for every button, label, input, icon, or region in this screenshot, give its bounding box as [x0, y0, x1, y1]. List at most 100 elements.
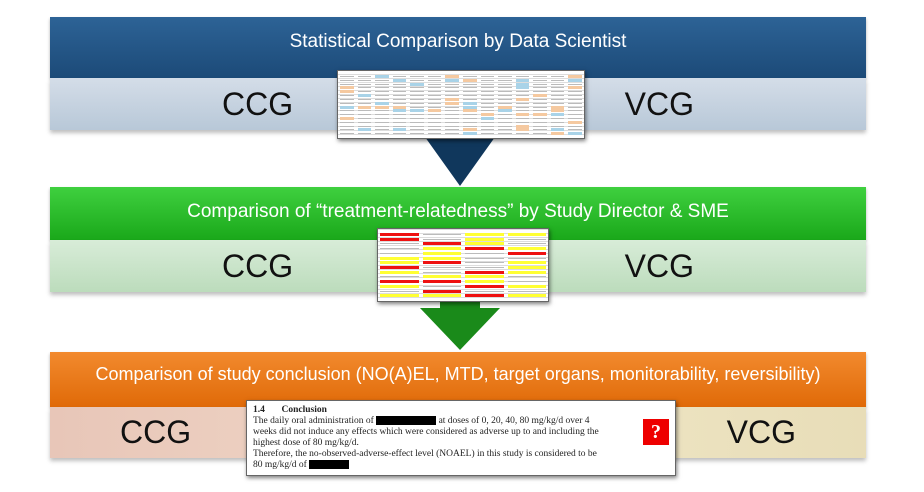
table-cell	[340, 79, 354, 81]
table-cell	[498, 114, 512, 116]
table-cell	[357, 83, 372, 85]
table-cell	[445, 114, 459, 116]
table-cell	[375, 75, 389, 78]
table-cell	[568, 78, 582, 82]
table-cell	[427, 133, 442, 135]
table-cell	[375, 117, 389, 119]
table-cell	[480, 83, 495, 85]
table-cell	[480, 125, 495, 127]
redaction	[309, 460, 350, 470]
table-cell	[427, 109, 442, 113]
table-cell	[465, 270, 504, 274]
table-cell	[380, 237, 419, 241]
table-cell	[568, 98, 582, 100]
table-cell	[422, 271, 461, 273]
conclusion-document-thumbnail: 1.4 Conclusion The daily oral administra…	[246, 400, 676, 476]
stage-1-title: Statistical Comparison by Data Scientist	[289, 30, 627, 52]
table-cell	[380, 294, 419, 298]
table-cell	[422, 285, 461, 287]
table-cell	[465, 247, 504, 251]
table-cell	[480, 76, 495, 77]
table-cell	[340, 121, 354, 123]
table-cell	[515, 102, 530, 104]
table-cell	[498, 79, 512, 81]
table-cell	[480, 129, 495, 131]
table-cell	[427, 121, 442, 123]
table-cell	[550, 76, 565, 77]
table-cell	[463, 109, 477, 113]
table-cell	[392, 117, 407, 119]
table-cell	[340, 129, 354, 131]
table-cell	[392, 91, 407, 93]
table-cell	[375, 129, 389, 131]
table-cell	[445, 129, 459, 131]
table-cell	[340, 125, 354, 127]
table-cell	[375, 87, 389, 89]
table-cell	[480, 106, 495, 108]
table-cell	[515, 76, 530, 77]
table-cell	[357, 133, 372, 135]
table-cell	[498, 129, 512, 131]
stage-3-title: Comparison of study conclusion (NO(A)EL,…	[95, 364, 821, 384]
table-cell	[380, 261, 419, 265]
table-cell	[515, 117, 530, 119]
table-cell	[357, 110, 372, 112]
table-cell	[427, 117, 442, 119]
table-cell	[427, 83, 442, 85]
table-cell	[380, 266, 419, 269]
table-cell	[480, 91, 495, 93]
table-cell	[465, 237, 504, 241]
table-cell	[480, 102, 495, 104]
table-cell	[498, 133, 512, 135]
table-cell	[375, 110, 389, 112]
table-cell	[357, 79, 372, 81]
table-cell	[465, 257, 504, 259]
table-cell	[392, 87, 407, 89]
table-cell	[380, 248, 419, 250]
table-cell	[507, 266, 546, 269]
table-cell	[463, 114, 477, 116]
table-cell	[507, 284, 546, 288]
table-cell	[380, 284, 419, 288]
table-cell	[463, 105, 477, 109]
table-cell	[515, 110, 530, 112]
table-cell	[392, 114, 407, 116]
table-cell	[533, 129, 547, 131]
table-cell	[568, 125, 582, 127]
table-cell	[550, 95, 565, 97]
table-cell	[380, 270, 419, 274]
stage-3-header: Comparison of study conclusion (NO(A)EL,…	[50, 352, 866, 407]
table-cell	[568, 102, 582, 104]
table-cell	[375, 114, 389, 116]
doc-text: 80 mg/kg/d of	[253, 460, 307, 470]
table-cell	[357, 98, 372, 100]
table-cell	[463, 128, 477, 132]
table-cell	[550, 113, 565, 117]
table-cell	[375, 133, 389, 135]
table-cell	[568, 129, 582, 131]
table-cell	[422, 238, 461, 240]
table-cell	[392, 102, 407, 104]
table-cell	[427, 125, 442, 127]
doc-text: The daily oral administration of	[253, 416, 374, 426]
table-cell	[507, 294, 546, 298]
table-cell	[463, 117, 477, 119]
table-cell	[568, 114, 582, 116]
table-cell	[498, 98, 512, 100]
table-cell	[498, 102, 512, 104]
table-cell	[550, 132, 565, 136]
table-cell	[533, 117, 547, 119]
table-cell	[507, 261, 546, 265]
table-cell	[480, 87, 495, 89]
table-cell	[568, 106, 582, 108]
table-cell	[480, 95, 495, 97]
table-cell	[445, 101, 459, 105]
table-cell	[357, 125, 372, 127]
statistics-table-thumbnail	[337, 70, 585, 139]
table-cell	[445, 91, 459, 93]
table-cell	[533, 102, 547, 104]
table-cell	[498, 105, 512, 109]
table-cell	[515, 78, 530, 82]
table-cell	[375, 101, 389, 105]
table-cell	[380, 256, 419, 260]
